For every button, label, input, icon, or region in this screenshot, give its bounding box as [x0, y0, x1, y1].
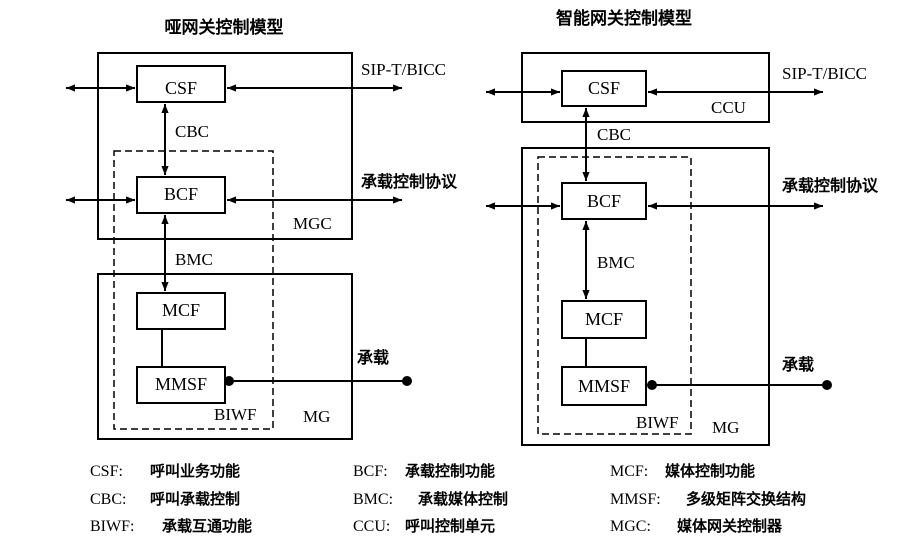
left-bmc-label: BMC	[175, 250, 213, 269]
legend-key: CCU:	[353, 518, 390, 535]
right-cbc-label: CBC	[597, 125, 631, 144]
right-sip-label: SIP-T/BICC	[782, 64, 867, 83]
legend-key: MCF:	[610, 463, 648, 480]
right-bearer-protocol-label: 承载控制协议	[782, 176, 879, 195]
left-bearer-protocol-label: 承载控制协议	[361, 172, 458, 191]
legend-value: 呼叫业务功能	[150, 462, 240, 480]
left-mg-box	[97, 273, 353, 440]
left-bcf-box	[136, 176, 226, 214]
left-biwf-dashed-box	[113, 150, 274, 430]
left-mcf-label: MCF	[162, 300, 200, 320]
legend-value: 呼叫承载控制	[150, 490, 240, 508]
right-csf-label: CSF	[588, 78, 620, 98]
left-bearer-end-dot	[402, 376, 412, 386]
legend-value: 呼叫控制单元	[405, 517, 495, 535]
legend-key: BIWF:	[90, 518, 134, 535]
legend-key: CSF:	[90, 463, 123, 480]
right-biwf-dashed-box	[537, 156, 692, 435]
legend-key: MMSF:	[610, 491, 661, 508]
left-csf-box	[136, 65, 226, 103]
right-bcf-box	[561, 182, 647, 220]
left-mgc-box	[97, 52, 353, 240]
left-csf-label: CSF	[165, 78, 197, 98]
left-mmsf-bearer-dot	[224, 376, 234, 386]
right-mmsf-box	[561, 366, 647, 406]
right-mg-box	[521, 147, 770, 446]
left-model-title: 哑网关控制模型	[165, 17, 284, 38]
left-bearer-label: 承载	[357, 348, 389, 367]
legend-value: 媒体网关控制器	[677, 517, 783, 535]
right-mmsf-label: MMSF	[578, 376, 630, 396]
legend-key: MGC:	[610, 518, 651, 535]
right-csf-box	[561, 70, 647, 107]
legend: CSF: 呼叫业务功能 BCF: 承载控制功能 MCF: 媒体控制功能 CBC:…	[90, 462, 806, 535]
right-mmsf-bearer-dot	[647, 380, 657, 390]
right-ccu-label: CCU	[711, 98, 746, 117]
legend-key: BCF:	[353, 463, 388, 480]
right-mcf-label: MCF	[585, 309, 623, 329]
legend-key: BMC:	[353, 491, 393, 508]
left-bcf-label: BCF	[164, 184, 198, 204]
legend-value: 承载互通功能	[162, 517, 252, 535]
right-model-title: 智能网关控制模型	[556, 8, 692, 29]
right-ccu-box	[521, 52, 770, 123]
left-mgc-label: MGC	[293, 214, 332, 233]
left-biwf-label: BIWF	[214, 405, 257, 424]
right-bmc-label: BMC	[597, 253, 635, 272]
legend-value: 多级矩阵交换结构	[686, 490, 806, 508]
left-mg-label: MG	[303, 407, 330, 426]
left-mmsf-box	[136, 366, 226, 404]
legend-value: 媒体控制功能	[665, 462, 755, 480]
right-mcf-box	[561, 300, 647, 339]
left-cbc-label: CBC	[175, 122, 209, 141]
legend-key: CBC:	[90, 491, 126, 508]
right-biwf-label: BIWF	[636, 413, 679, 432]
right-bearer-end-dot	[822, 380, 832, 390]
right-mg-label: MG	[712, 418, 739, 437]
right-bcf-label: BCF	[587, 191, 621, 211]
legend-value: 承载控制功能	[405, 462, 495, 480]
left-sip-label: SIP-T/BICC	[361, 60, 446, 79]
right-bearer-label: 承载	[782, 355, 814, 374]
legend-value: 承载媒体控制	[418, 490, 508, 508]
left-mcf-box	[136, 292, 226, 330]
left-mmsf-label: MMSF	[155, 374, 207, 394]
